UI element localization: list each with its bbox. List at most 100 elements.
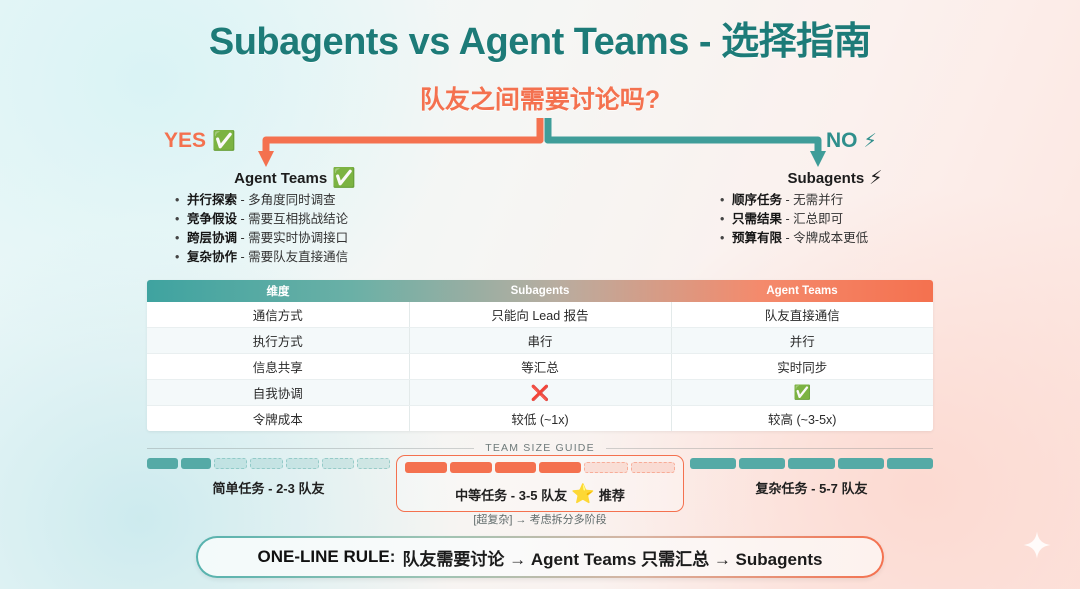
bar-segment-filled bbox=[449, 462, 492, 473]
table-row: 执行方式 串行 并行 bbox=[147, 327, 933, 354]
bar-segment-empty bbox=[584, 462, 629, 473]
check-mark-button-emoji: ✅ bbox=[212, 131, 236, 152]
segment-row-complex bbox=[690, 458, 934, 469]
table-header: 维度 Subagents Agent Teams bbox=[147, 280, 933, 302]
bullet-term: 预算有限 bbox=[732, 231, 783, 245]
cell-dimension: 自我协调 bbox=[147, 379, 410, 406]
bar-label-simple: 简单任务 - 2-3 队友 bbox=[213, 478, 325, 497]
branch-yes-text: YES bbox=[164, 129, 207, 152]
check-mark-button-icon: ✅ bbox=[671, 379, 933, 406]
bar-segment-empty bbox=[631, 462, 675, 473]
bar-segment-empty bbox=[214, 458, 248, 469]
list-item: 预算有限 - 令牌成本更低 bbox=[718, 230, 970, 247]
bar-label-text: 简单任务 - 2-3 队友 bbox=[212, 481, 325, 496]
bullet-term: 跨层协调 bbox=[187, 231, 238, 245]
bullet-term: 复杂协作 bbox=[187, 250, 238, 264]
one-line-rule-lead: ONE-LINE RULE: bbox=[257, 547, 396, 566]
branch-label-no: NO ⚡ bbox=[826, 129, 877, 153]
bar-segment-filled bbox=[405, 462, 447, 473]
team-size-guide-label: TEAM SIZE GUIDE bbox=[485, 442, 595, 454]
cell-agent-teams: 并行 bbox=[671, 327, 933, 354]
bar-segment-filled bbox=[788, 458, 835, 469]
team-size-bar-complex: 复杂任务 - 5-7 队友 bbox=[690, 455, 934, 512]
cell-dimension: 通信方式 bbox=[147, 302, 410, 328]
one-line-rule-box: ONE-LINE RULE: 队友需要讨论 → Agent Teams 只需汇总… bbox=[196, 536, 884, 578]
cell-subagents: 较低 (~1x) bbox=[409, 405, 672, 431]
branch-no-text: NO bbox=[826, 129, 858, 152]
branch-arrows bbox=[258, 118, 826, 167]
cell-subagents: 串行 bbox=[409, 327, 672, 354]
column-left-heading: Agent Teams ✅ bbox=[155, 168, 535, 189]
list-item: 只需结果 - 汇总即可 bbox=[718, 211, 970, 228]
bullet-desc: - 需要队友直接通信 bbox=[240, 250, 349, 264]
decision-question: 队友之间需要讨论吗? bbox=[419, 86, 661, 114]
table-row: 令牌成本 较低 (~1x) 较高 (~3-5x) bbox=[147, 405, 933, 431]
column-agent-teams: Agent Teams ✅ 并行探索 - 多角度同时调查 竞争假设 - 需要互相… bbox=[155, 168, 535, 268]
list-item: 跨层协调 - 需要实时协调接口 bbox=[173, 230, 535, 247]
one-line-rule-text: 队友需要讨论 → Agent Teams 只需汇总 → Subagents bbox=[402, 549, 823, 569]
bullet-desc: - 汇总即可 bbox=[785, 212, 844, 226]
list-item: 竞争假设 - 需要互相挑战结论 bbox=[173, 211, 535, 228]
team-size-bar-medium: 中等任务 - 3-5 队友 ⭐ 推荐 bbox=[396, 455, 684, 512]
column-right-heading-text: Subagents bbox=[787, 170, 865, 187]
column-header-agent-teams: Agent Teams bbox=[766, 285, 838, 297]
bar-label-text: 复杂任务 - 5-7 队友 bbox=[755, 481, 868, 496]
star-emoji: ⭐ bbox=[571, 484, 595, 505]
table-row: 自我协调 ❌ ✅ bbox=[147, 379, 933, 406]
column-right-heading: Subagents ⚡ bbox=[700, 168, 970, 189]
bullet-term: 只需结果 bbox=[732, 212, 783, 226]
one-line-rule-inner: ONE-LINE RULE: 队友需要讨论 → Agent Teams 只需汇总… bbox=[198, 538, 882, 576]
cell-agent-teams: 较高 (~3-5x) bbox=[671, 405, 933, 431]
list-item: 并行探索 - 多角度同时调查 bbox=[173, 192, 535, 209]
bar-segment-empty bbox=[321, 458, 355, 469]
page-title: Subagents vs Agent Teams - 选择指南 bbox=[208, 21, 872, 63]
bar-label-suffix: 推荐 bbox=[598, 487, 625, 503]
guide-footnote: [超复杂] → 考虑拆分多阶段 bbox=[473, 514, 607, 526]
check-mark-button-emoji: ✅ bbox=[332, 168, 356, 189]
bar-segment-empty bbox=[285, 458, 319, 469]
divider-line-right bbox=[605, 447, 933, 449]
segment-row-medium bbox=[405, 462, 675, 473]
column-left-bullets: 并行探索 - 多角度同时调查 竞争假设 - 需要互相挑战结论 跨层协调 - 需要… bbox=[173, 192, 535, 266]
cell-agent-teams: 队友直接通信 bbox=[671, 302, 933, 328]
bar-segment-filled bbox=[147, 458, 178, 469]
bullet-desc: - 需要实时协调接口 bbox=[240, 231, 349, 245]
table-row: 信息共享 等汇总 实时同步 bbox=[147, 353, 933, 380]
bullet-desc: - 令牌成本更低 bbox=[785, 231, 869, 245]
branch-label-yes: YES ✅ bbox=[164, 129, 236, 153]
table-row: 通信方式 只能向 Lead 报告 队友直接通信 bbox=[147, 302, 933, 328]
bullet-term: 并行探索 bbox=[187, 193, 238, 207]
bullet-desc: - 多角度同时调查 bbox=[240, 193, 336, 207]
column-right-bullets: 顺序任务 - 无需并行 只需结果 - 汇总即可 预算有限 - 令牌成本更低 bbox=[718, 192, 970, 247]
team-size-bar-simple: 简单任务 - 2-3 队友 bbox=[147, 455, 391, 512]
high-voltage-emoji: ⚡ bbox=[863, 130, 877, 152]
bar-segment-empty bbox=[357, 458, 391, 469]
table-body: 通信方式 只能向 Lead 报告 队友直接通信 执行方式 串行 并行 信息共享 … bbox=[147, 302, 933, 431]
cell-subagents: 只能向 Lead 报告 bbox=[409, 302, 672, 328]
bullet-desc: - 无需并行 bbox=[785, 193, 844, 207]
cross-mark-icon: ❌ bbox=[409, 379, 672, 406]
list-item: 复杂协作 - 需要队友直接通信 bbox=[173, 249, 535, 266]
divider-line-left bbox=[147, 447, 475, 449]
cell-dimension: 令牌成本 bbox=[147, 405, 410, 431]
bar-segment-filled bbox=[494, 462, 537, 473]
bar-segment-empty bbox=[250, 458, 283, 469]
bullet-term: 顺序任务 bbox=[732, 193, 783, 207]
bar-segment-filled bbox=[690, 458, 737, 469]
column-header-dimension: 维度 bbox=[266, 286, 290, 298]
column-left-heading-text: Agent Teams bbox=[234, 170, 328, 187]
comparison-table: 维度 Subagents Agent Teams 通信方式 只能向 Lead 报… bbox=[147, 280, 933, 431]
segment-row-simple bbox=[147, 458, 391, 469]
column-header-subagents: Subagents bbox=[510, 285, 570, 297]
bullet-term: 竞争假设 bbox=[187, 212, 238, 226]
high-voltage-emoji: ⚡ bbox=[869, 168, 883, 189]
list-item: 顺序任务 - 无需并行 bbox=[718, 192, 970, 209]
bullet-desc: - 需要互相挑战结论 bbox=[240, 212, 349, 226]
cell-dimension: 信息共享 bbox=[147, 353, 410, 380]
bar-label-complex: 复杂任务 - 5-7 队友 bbox=[756, 478, 868, 497]
bar-label-text: 中等任务 - 3-5 队友 bbox=[455, 487, 568, 503]
sparkle-icon bbox=[1023, 531, 1051, 559]
bar-segment-filled bbox=[539, 462, 582, 473]
bar-segment-filled bbox=[739, 458, 786, 469]
